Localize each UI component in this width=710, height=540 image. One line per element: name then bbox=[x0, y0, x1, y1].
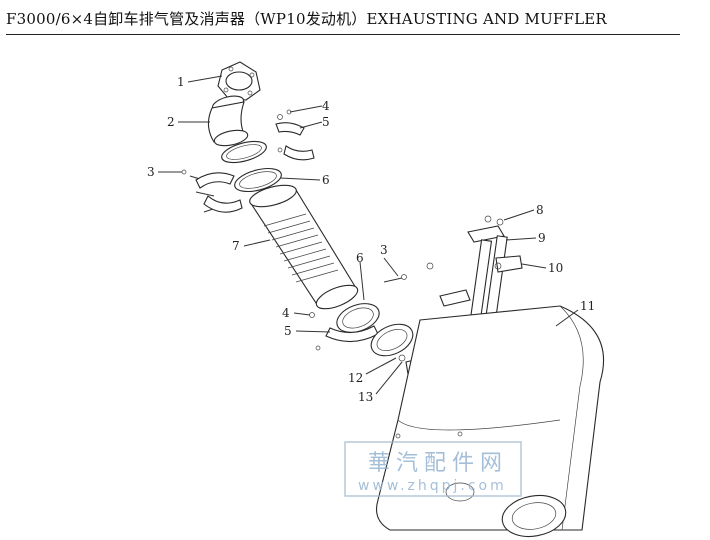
callout-4-lower: 4 bbox=[282, 306, 290, 320]
callout-6-upper: 6 bbox=[322, 173, 330, 187]
page-title: F3000/6×4自卸车排气管及消声器（WP10发动机）EXHAUSTING A… bbox=[6, 10, 607, 28]
part-11-muffler bbox=[375, 305, 604, 538]
watermark-url: www.zhqpj.com bbox=[358, 478, 507, 494]
part-1-flange-plate bbox=[217, 61, 261, 101]
callout-6-lower: 6 bbox=[356, 251, 364, 265]
callout-5-upper: 5 bbox=[322, 115, 330, 129]
part-6-upper-gasket bbox=[221, 140, 282, 193]
callout-numbers: 1 2 3 4 5 6 7 6 8 9 10 11 3 4 5 12 13 bbox=[147, 75, 595, 404]
callout-7: 7 bbox=[232, 239, 240, 253]
callout-8: 8 bbox=[536, 203, 544, 217]
part-12-13-clamp-ring bbox=[370, 323, 414, 362]
callout-5-lower: 5 bbox=[284, 324, 292, 338]
callout-13: 13 bbox=[358, 390, 373, 404]
leader-lines bbox=[158, 75, 579, 395]
title-divider bbox=[6, 34, 680, 35]
callout-11: 11 bbox=[580, 299, 595, 313]
callout-10: 10 bbox=[548, 261, 563, 275]
watermark: 華汽配件网 www.zhqpj.com bbox=[344, 441, 522, 497]
part-4-5-upper-clamp bbox=[275, 109, 315, 161]
callout-1: 1 bbox=[177, 75, 185, 89]
callout-2: 2 bbox=[167, 115, 175, 129]
part-2-elbow-pipe bbox=[207, 95, 249, 147]
part-6-lower-gasket bbox=[336, 303, 380, 333]
callout-12: 12 bbox=[348, 371, 363, 385]
part-3-upper-bolts bbox=[181, 169, 243, 213]
part-7-flex-pipe bbox=[249, 184, 359, 310]
callout-3-lower: 3 bbox=[380, 243, 388, 257]
callout-4-upper: 4 bbox=[322, 99, 330, 113]
callout-3-upper: 3 bbox=[147, 165, 155, 179]
callout-9: 9 bbox=[538, 231, 546, 245]
watermark-name: 華汽配件网 bbox=[368, 451, 508, 476]
